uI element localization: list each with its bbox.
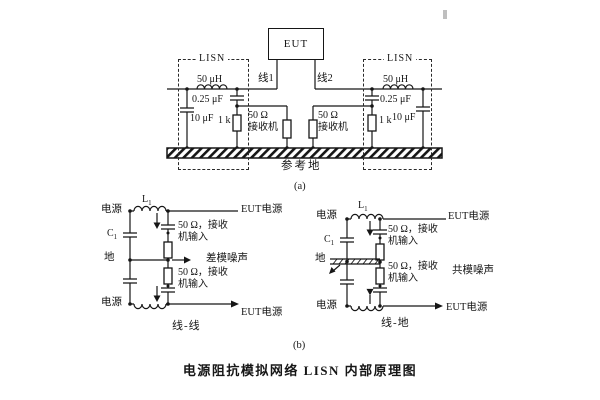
lisn-left-label: LISN — [196, 53, 229, 65]
ground-current-arrowhead — [329, 267, 336, 274]
receiver-ohm-left: 50 Ω — [248, 110, 268, 121]
inductor-L1-left-label: L1 — [142, 194, 152, 207]
junction-dots — [345, 217, 382, 308]
receiver-resistor-top — [375, 243, 385, 261]
receiver2-label-line2-left: 机输入 — [178, 279, 208, 290]
receiver2-label-line1-right: 50 Ω，接收 — [388, 261, 438, 272]
eut-power-top-right: EUT电源 — [448, 211, 490, 222]
ground-label-right: 地 — [315, 253, 326, 264]
lisn-right-label: LISN — [384, 53, 417, 65]
receiver-name-right: 接收机 — [318, 122, 348, 133]
cap-shunt-value-right: 10 μF — [392, 112, 416, 123]
source-top-right: 电源 — [316, 210, 337, 221]
capacitor-10uF-right — [416, 89, 430, 148]
inductor-L1-top — [133, 205, 167, 212]
cap-C1-right-label: C1 — [324, 234, 335, 247]
cap-series-value-left: 0.25 μF — [192, 94, 223, 105]
part-b-tag: (b) — [293, 340, 306, 351]
eut-power-top-left: EUT电源 — [241, 204, 283, 215]
part-a-tag: (a) — [294, 181, 306, 192]
inductor-L1-bottom — [133, 303, 167, 310]
receiver1-label-line2-left: 机输入 — [178, 232, 208, 243]
source-top-left: 电源 — [101, 204, 122, 215]
arrowhead-eut-bottom — [231, 300, 239, 308]
arrowhead-eut-bottom — [435, 302, 443, 310]
receiver-50ohm-left — [237, 105, 292, 148]
eut-power-bottom-right: EUT电源 — [446, 302, 488, 313]
eut-label: EUT — [283, 38, 309, 50]
source-bottom-right: 电源 — [316, 300, 337, 311]
ground-label-left: 地 — [104, 252, 115, 263]
diagram-a — [166, 58, 443, 159]
diff-mode-noise-label: 差模噪声 — [206, 253, 248, 264]
figure-caption: 电源阻抗模拟网络 LISN 内部原理图 — [182, 363, 418, 378]
inductor-value-right: 50 μH — [383, 74, 409, 85]
left-conductor — [123, 211, 137, 304]
line1-label: 线1 — [258, 73, 274, 84]
inductor-L1-right-label: L1 — [358, 200, 368, 213]
resistor-value-left: 1 k — [218, 115, 231, 126]
receiver2-label-line1-left: 50 Ω，接收 — [178, 267, 228, 278]
line-line-caption: 线-线 — [172, 320, 201, 332]
cap-series-value-right: 0.25 μF — [380, 94, 411, 105]
common-mode-noise-label: 共模噪声 — [452, 265, 494, 276]
diagram-b-line-ground — [329, 213, 446, 312]
eut-box: EUT — [268, 28, 324, 60]
line-ground-caption: 线-地 — [381, 317, 410, 329]
cap-shunt-value-left: 10 μF — [190, 113, 214, 124]
receiver1-label-line2-right: 机输入 — [388, 236, 418, 247]
reference-ground-label: 参考地 — [281, 160, 322, 172]
inductor-L1-top — [350, 213, 384, 220]
resistor-value-right: 1 k — [379, 115, 392, 126]
receiver-ohm-right: 50 Ω — [318, 110, 338, 121]
cap-C1-left-label: C1 — [107, 228, 118, 241]
diagram-b-line-line — [123, 205, 239, 310]
inductor-50uH-left — [196, 84, 228, 90]
capacitor-0.25uF-left — [230, 89, 244, 115]
inductor-50uH-right — [382, 84, 414, 90]
receiver-name-left: 接收机 — [248, 122, 278, 133]
receiver2-label-line2-right: 机输入 — [388, 273, 418, 284]
line2-label: 线2 — [317, 73, 333, 84]
source-bottom-left: 电源 — [101, 297, 122, 308]
capacitor-0.25uF-right — [365, 89, 379, 115]
receiver-resistor-bottom — [163, 267, 173, 285]
inductor-L1-bottom — [350, 305, 384, 312]
receiver1-label-line1-right: 50 Ω，接收 — [388, 224, 438, 235]
receiver-50ohm-right — [308, 105, 372, 148]
diff-noise-arrowhead — [184, 256, 191, 264]
capacitor-10uF-left — [180, 89, 194, 148]
receiver-resistor-bottom — [375, 267, 385, 285]
eut-power-bottom-left: EUT电源 — [241, 307, 283, 318]
receiver1-label-line1-left: 50 Ω，接收 — [178, 220, 228, 231]
scan-artifact — [443, 10, 447, 19]
receiver-resistor-top — [163, 241, 173, 259]
junction-dots — [128, 209, 170, 306]
inductor-value-left: 50 μH — [197, 74, 223, 85]
reference-ground-bar — [166, 147, 443, 159]
ground-band — [329, 258, 380, 274]
